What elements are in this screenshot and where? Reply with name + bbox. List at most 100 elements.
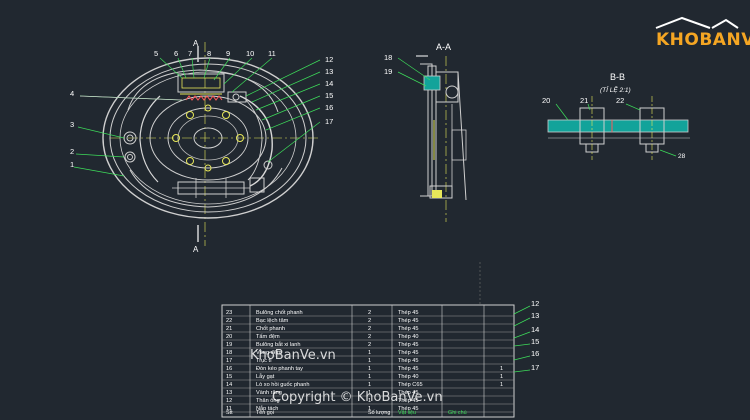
- bom-cell: 1: [368, 350, 371, 356]
- front-view: [73, 42, 321, 246]
- bom-callout-12: 12: [531, 299, 539, 308]
- bom-cell: Trục tì: [256, 358, 272, 364]
- section-bb-labels: B-B (TỈ LỆ 2:1) 20 21 22 28: [542, 72, 686, 160]
- bom-cell: 2: [368, 318, 371, 324]
- bom-callout-15: 15: [531, 337, 539, 346]
- dimension-28: 28: [678, 153, 686, 160]
- bom-cell: 1: [368, 358, 371, 364]
- bom-header-cell: Vật liệu: [398, 410, 416, 416]
- bom-header-cell: Stt: [226, 410, 233, 416]
- callout-4: 4: [70, 89, 74, 98]
- bom-cell: Đòn kéo phanh tay: [256, 366, 303, 372]
- bom-cell: 20: [226, 334, 232, 340]
- bom-cell: 22: [226, 318, 232, 324]
- callout-17: 17: [325, 117, 333, 126]
- section-mark-bottom: A: [193, 245, 199, 254]
- bom-cell: Tấm đệm: [256, 334, 280, 340]
- callout-19: 19: [384, 67, 392, 76]
- bom-cell: Lò xo hồi guốc phanh: [256, 382, 310, 388]
- bom-leader-lines: [479, 262, 531, 373]
- bom-cell: 13: [226, 390, 232, 396]
- callout-8: 8: [207, 49, 211, 58]
- bom-cell: Thép 45: [398, 350, 419, 356]
- bom-cell: 18: [226, 350, 232, 356]
- bom-cell: Thép 45: [398, 366, 419, 372]
- bom-cell: 2: [368, 326, 371, 332]
- section-bb-view: [547, 96, 690, 160]
- callout-15: 15: [325, 91, 333, 100]
- section-bb-scale-note: (TỈ LỆ 2:1): [600, 85, 631, 94]
- watermark-center: KhoBanVe.vn: [250, 348, 336, 363]
- bom-cell: Thép 45: [398, 398, 419, 404]
- bom-cell: Thép 45: [398, 406, 419, 412]
- bom-callout-16: 16: [531, 349, 539, 358]
- bom-cell: 1: [368, 406, 371, 412]
- bom-cell: 23: [226, 310, 232, 316]
- callout-11: 11: [268, 49, 276, 58]
- bom-cell: 21: [226, 326, 232, 332]
- bom-right-callouts: 12 13 14 15 16 17: [531, 299, 539, 372]
- bom-cell: Bulông chốt phanh: [256, 310, 303, 316]
- watermark-bottom: Copyright © KhoBanVe.vn: [272, 390, 443, 405]
- callout-3: 3: [70, 120, 74, 129]
- bom-cell: Lẫy gạt: [256, 373, 275, 380]
- bom-cell: 1: [500, 374, 503, 380]
- khobanve-logo: KHOBANVE: [652, 16, 750, 50]
- bom-cell: 11: [226, 406, 232, 412]
- callout-21: 21: [580, 96, 588, 105]
- bom-cell: 16: [226, 366, 232, 372]
- callout-20: 20: [542, 96, 550, 105]
- bom-cell: Thép 45: [398, 390, 419, 396]
- bom-callout-17: 17: [531, 363, 539, 372]
- callout-9: 9: [226, 49, 230, 58]
- bom-header-cell: Số lượng: [368, 410, 390, 416]
- bom-cell: Bạc lệch tâm: [256, 318, 289, 324]
- bom-cell: 12: [226, 398, 232, 404]
- bom-cell: Thép C65: [398, 382, 423, 388]
- logo-text: KHOBANVE: [656, 30, 750, 50]
- callout-14: 14: [325, 79, 333, 88]
- bom-cell: Bulông bắt xi lanh: [256, 341, 300, 348]
- bom-cell: 2: [368, 310, 371, 316]
- bom-cell: 17: [226, 358, 232, 364]
- bom-header-cell: Ghi chú: [448, 410, 467, 416]
- bom-cell: Chốt phanh: [256, 326, 285, 332]
- bom-callout-14: 14: [531, 325, 539, 334]
- bom-cell: Thân ống: [256, 398, 280, 404]
- bom-cell: Thép 45: [398, 318, 419, 324]
- bom-cell: Vành răng: [256, 390, 282, 396]
- front-view-callouts: 5 6 7 8 9 10 11 12 13 14 15 16 17 4 3 2 …: [70, 39, 333, 254]
- bom-cell: 1: [368, 382, 371, 388]
- bom-cell: 1: [500, 366, 503, 372]
- bom-cell: Thép 45: [398, 326, 419, 332]
- callout-7: 7: [188, 49, 192, 58]
- bom-cell: Vòng đệm: [256, 350, 282, 356]
- callout-1: 1: [70, 160, 74, 169]
- bom-cell: 14: [226, 382, 232, 388]
- callout-16: 16: [325, 103, 333, 112]
- bom-cell: 1: [368, 366, 371, 372]
- callout-5: 5: [154, 49, 158, 58]
- section-aa-title: A-A: [436, 42, 451, 52]
- bom-cell: Thép 45: [398, 358, 419, 364]
- bom-cell: Thép 45: [398, 342, 419, 348]
- bom-cell: 1: [368, 390, 371, 396]
- section-aa-labels: A-A 18 19: [384, 42, 451, 76]
- section-mark-top: A: [193, 39, 199, 48]
- section-aa-view: [397, 55, 467, 222]
- callout-18: 18: [384, 53, 392, 62]
- bom-cell: Thép 40: [398, 374, 419, 380]
- bom-cell: 2: [368, 342, 371, 348]
- bom-cell: 1: [500, 382, 503, 388]
- callout-6: 6: [174, 49, 178, 58]
- bom-cell: 2: [368, 334, 371, 340]
- bom-cell: Thép 45: [398, 310, 419, 316]
- callout-13: 13: [325, 67, 333, 76]
- bom-cell: 15: [226, 374, 232, 380]
- callout-10: 10: [246, 49, 254, 58]
- bom-callout-13: 13: [531, 311, 539, 320]
- bom-cell: Nắp tách: [256, 405, 278, 412]
- callout-22: 22: [616, 96, 624, 105]
